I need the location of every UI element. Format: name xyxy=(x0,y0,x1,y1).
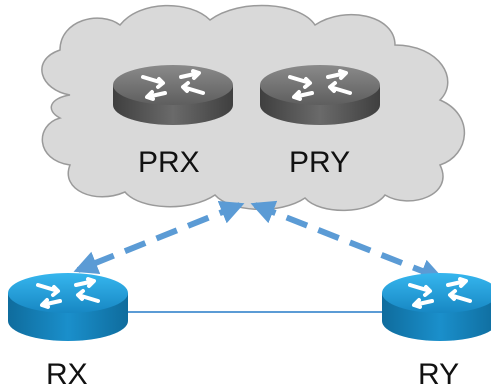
dashed-link-rx-cloud xyxy=(73,201,245,274)
dashed-link-ry-cloud xyxy=(250,200,445,283)
label-prx: PRX xyxy=(138,146,200,179)
cloud-icon xyxy=(41,4,466,212)
router-icon-prx[interactable] xyxy=(113,65,233,125)
router-icon-rx[interactable] xyxy=(8,273,128,341)
router-icon-ry[interactable] xyxy=(382,273,491,341)
router-icon-pry[interactable] xyxy=(260,65,380,125)
label-ry: RY xyxy=(418,358,459,391)
label-pry: PRY xyxy=(289,146,350,179)
label-rx: RX xyxy=(46,358,88,391)
